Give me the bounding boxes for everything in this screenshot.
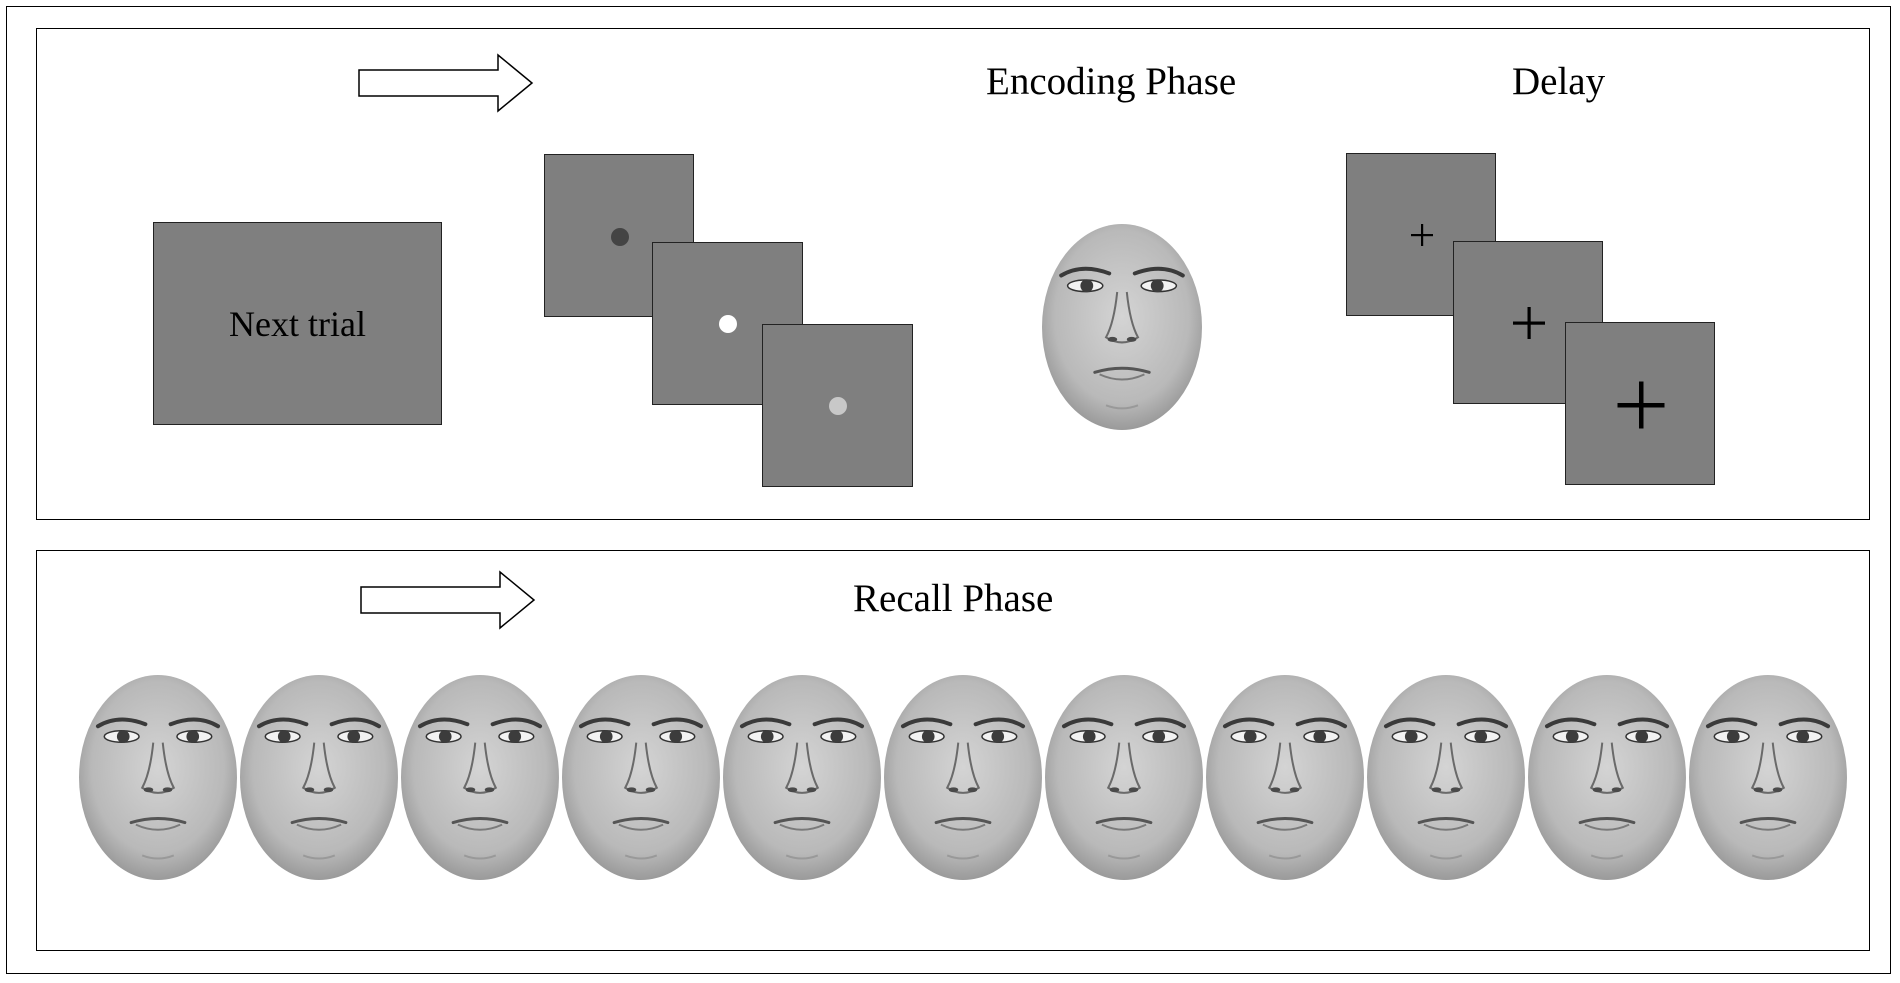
stimulus-dot [611, 228, 629, 246]
arrow-right-icon [360, 570, 536, 630]
stimulus-dot [719, 315, 737, 333]
recall-face-image [1528, 675, 1686, 880]
recall-phase-label: Recall Phase [853, 577, 1054, 620]
stimulus-dot [829, 397, 847, 415]
delay-screen-3 [1565, 322, 1715, 485]
recall-face-image [562, 675, 720, 880]
fixation-cross-medium [1513, 307, 1545, 339]
next-trial-label: Next trial [229, 303, 366, 344]
recall-face-image [884, 675, 1042, 880]
recall-face-image [1206, 675, 1364, 880]
recall-face-image [723, 675, 881, 880]
recall-face-image [1367, 675, 1525, 880]
recall-face-image [1689, 675, 1847, 880]
next-trial-screen: Next trial [153, 222, 442, 425]
encoding-phase-label: Encoding Phase [986, 60, 1237, 103]
recall-face-image [401, 675, 559, 880]
delay-label: Delay [1512, 60, 1606, 103]
fixation-cross-small [1411, 224, 1433, 246]
arrow-right-icon [358, 53, 534, 113]
encoding-screen-3 [762, 324, 913, 487]
encoding-face-image [1042, 224, 1202, 430]
fixation-cross-large [1617, 381, 1665, 429]
recall-face-image [79, 675, 237, 880]
recall-face-image [240, 675, 398, 880]
recall-face-image [1045, 675, 1203, 880]
